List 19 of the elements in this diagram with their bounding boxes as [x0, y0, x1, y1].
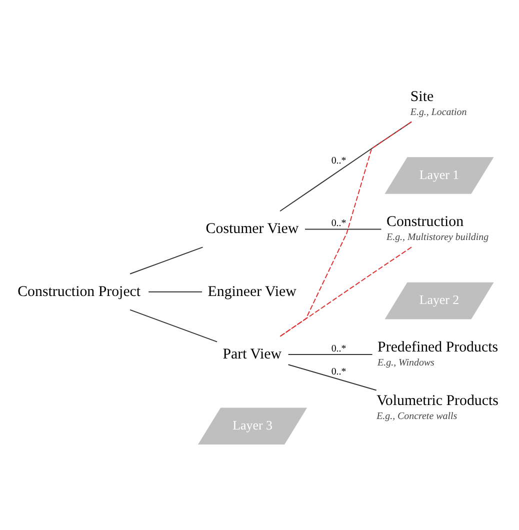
edge-label: 0..*: [331, 218, 346, 230]
node-text: Engineer View: [208, 284, 296, 300]
edge-label: 0..*: [331, 156, 346, 167]
node-text: Construction E.g., Multistorey building: [386, 214, 489, 244]
node-text: Construction Project: [18, 284, 141, 300]
connector: [288, 364, 377, 391]
edge-label: 0..*: [331, 344, 346, 355]
node-text: Costumer View: [206, 221, 299, 238]
connector: [304, 228, 382, 230]
connector: [288, 354, 373, 355]
connector: [130, 309, 218, 342]
edge-label: 0..*: [331, 366, 346, 378]
node-text: Part View: [222, 346, 282, 362]
node-text: Volumetric Products E.g., Concrete walls: [376, 393, 498, 422]
connector: [148, 291, 203, 292]
connector: [280, 246, 412, 337]
node-text: Site E.g., Location: [410, 88, 467, 118]
node-text: Predefined Products E.g., Windows: [378, 340, 498, 368]
connector: [130, 246, 204, 274]
